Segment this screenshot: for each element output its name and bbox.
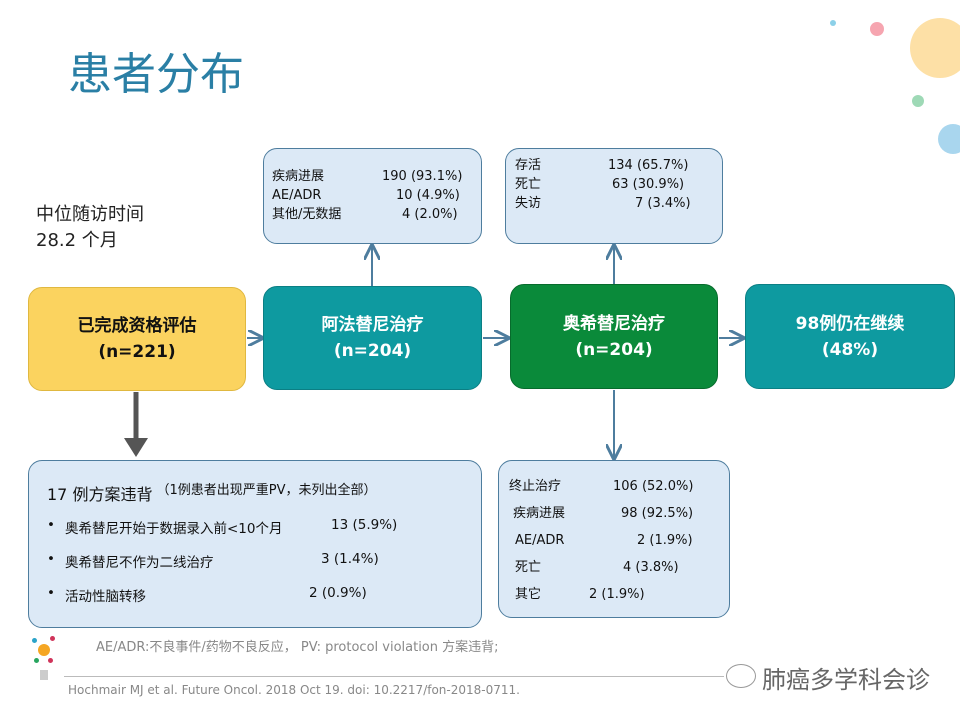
survival-label: 死亡 [515,177,542,192]
outcome-label: AE/ADR [272,188,322,203]
footnote: AE/ADR:不良事件/药物不良反应， PV: protocol violati… [96,640,499,655]
decor-circle [938,124,960,154]
violation-label: 奥希替尼开始于数据录入前<10个月 [65,521,283,537]
decor-circle [870,22,884,36]
watermark: 肺癌多学科会诊 [762,666,930,694]
violation-value: 13 (5.9%) [331,517,398,533]
divider [64,676,724,677]
survival-box: 存活 134 (65.7%) 死亡 63 (30.9%) 失访 7 (3.4%) [505,148,723,244]
discontinued-value: 106 (52.0%) [613,479,694,494]
violation-label: 活动性脑转移 [65,589,146,605]
decor-circle [830,20,836,26]
violations-note: （1例患者出现严重PV，未列出全部） [156,483,377,498]
citation: Hochmair MJ et al. Future Oncol. 2018 Oc… [68,683,520,697]
continuing-n: (48%) [821,339,879,360]
afatinib-box: 阿法替尼治疗 (n=204) [263,286,482,390]
survival-value: 63 (30.9%) [612,177,685,192]
decor-circle [910,18,960,78]
outcome-label: 疾病进展 [272,169,325,184]
violation-value: 2 (0.9%) [309,585,367,601]
outcome-value: 190 (93.1%) [382,169,463,184]
survival-value: 7 (3.4%) [635,196,691,211]
survival-label: 存活 [515,158,542,173]
outcome-value: 10 (4.9%) [396,188,460,203]
violations-box: 17 例方案违背（1例患者出现严重PV，未列出全部） •奥希替尼开始于数据录入前… [28,460,482,628]
lightbulb-logo-icon [30,632,60,682]
afatinib-label: 阿法替尼治疗 [321,315,424,335]
survival-value: 134 (65.7%) [608,158,689,173]
wechat-icon [726,664,756,688]
osimertinib-label: 奥希替尼治疗 [563,313,665,334]
eligible-n: (n=221) [98,342,176,362]
osimertinib-box: 奥希替尼治疗 (n=204) [510,284,718,389]
discontinued-value: 98 (92.5%) [621,506,694,521]
outcome-value: 4 (2.0%) [402,207,458,222]
followup-value: 28.2 个月 [36,230,118,251]
discontinued-label: 终止治疗 [509,479,562,494]
discontinued-label: 死亡 [515,560,542,575]
discontinued-label: AE/ADR [515,533,565,548]
discontinued-value: 2 (1.9%) [637,533,693,548]
discontinued-box: 终止治疗 106 (52.0%) 疾病进展 98 (92.5%) AE/ADR 2 (… [498,460,730,618]
continuing-label: 98例仍在继续 [795,313,905,334]
eligible-box: 已完成资格评估 (n=221) [28,287,246,391]
survival-label: 失访 [515,196,542,211]
eligible-label: 已完成资格评估 [77,316,197,336]
followup-info: 中位随访时间 28.2 个月 [36,202,144,254]
decor-circle [912,95,924,107]
discontinued-value: 4 (3.8%) [623,560,679,575]
discontinued-value: 2 (1.9%) [589,587,645,602]
page-title: 患者分布 [68,49,244,100]
violation-value: 3 (1.4%) [321,551,379,567]
discontinued-label: 疾病进展 [513,506,566,521]
discontinued-label: 其它 [515,587,542,602]
violations-heading: 17 例方案违背 [47,485,153,504]
outcome-label: 其他/无数据 [272,207,342,222]
followup-label: 中位随访时间 [36,204,144,225]
violation-label: 奥希替尼不作为二线治疗 [65,555,214,571]
afatinib-outcomes-box: 疾病进展 190 (93.1%) AE/ADR 10 (4.9%) 其他/无数据 4 … [263,148,482,244]
osimertinib-n: (n=204) [575,339,653,360]
afatinib-n: (n=204) [333,341,412,361]
continuing-box: 98例仍在继续 (48%) [745,284,955,389]
